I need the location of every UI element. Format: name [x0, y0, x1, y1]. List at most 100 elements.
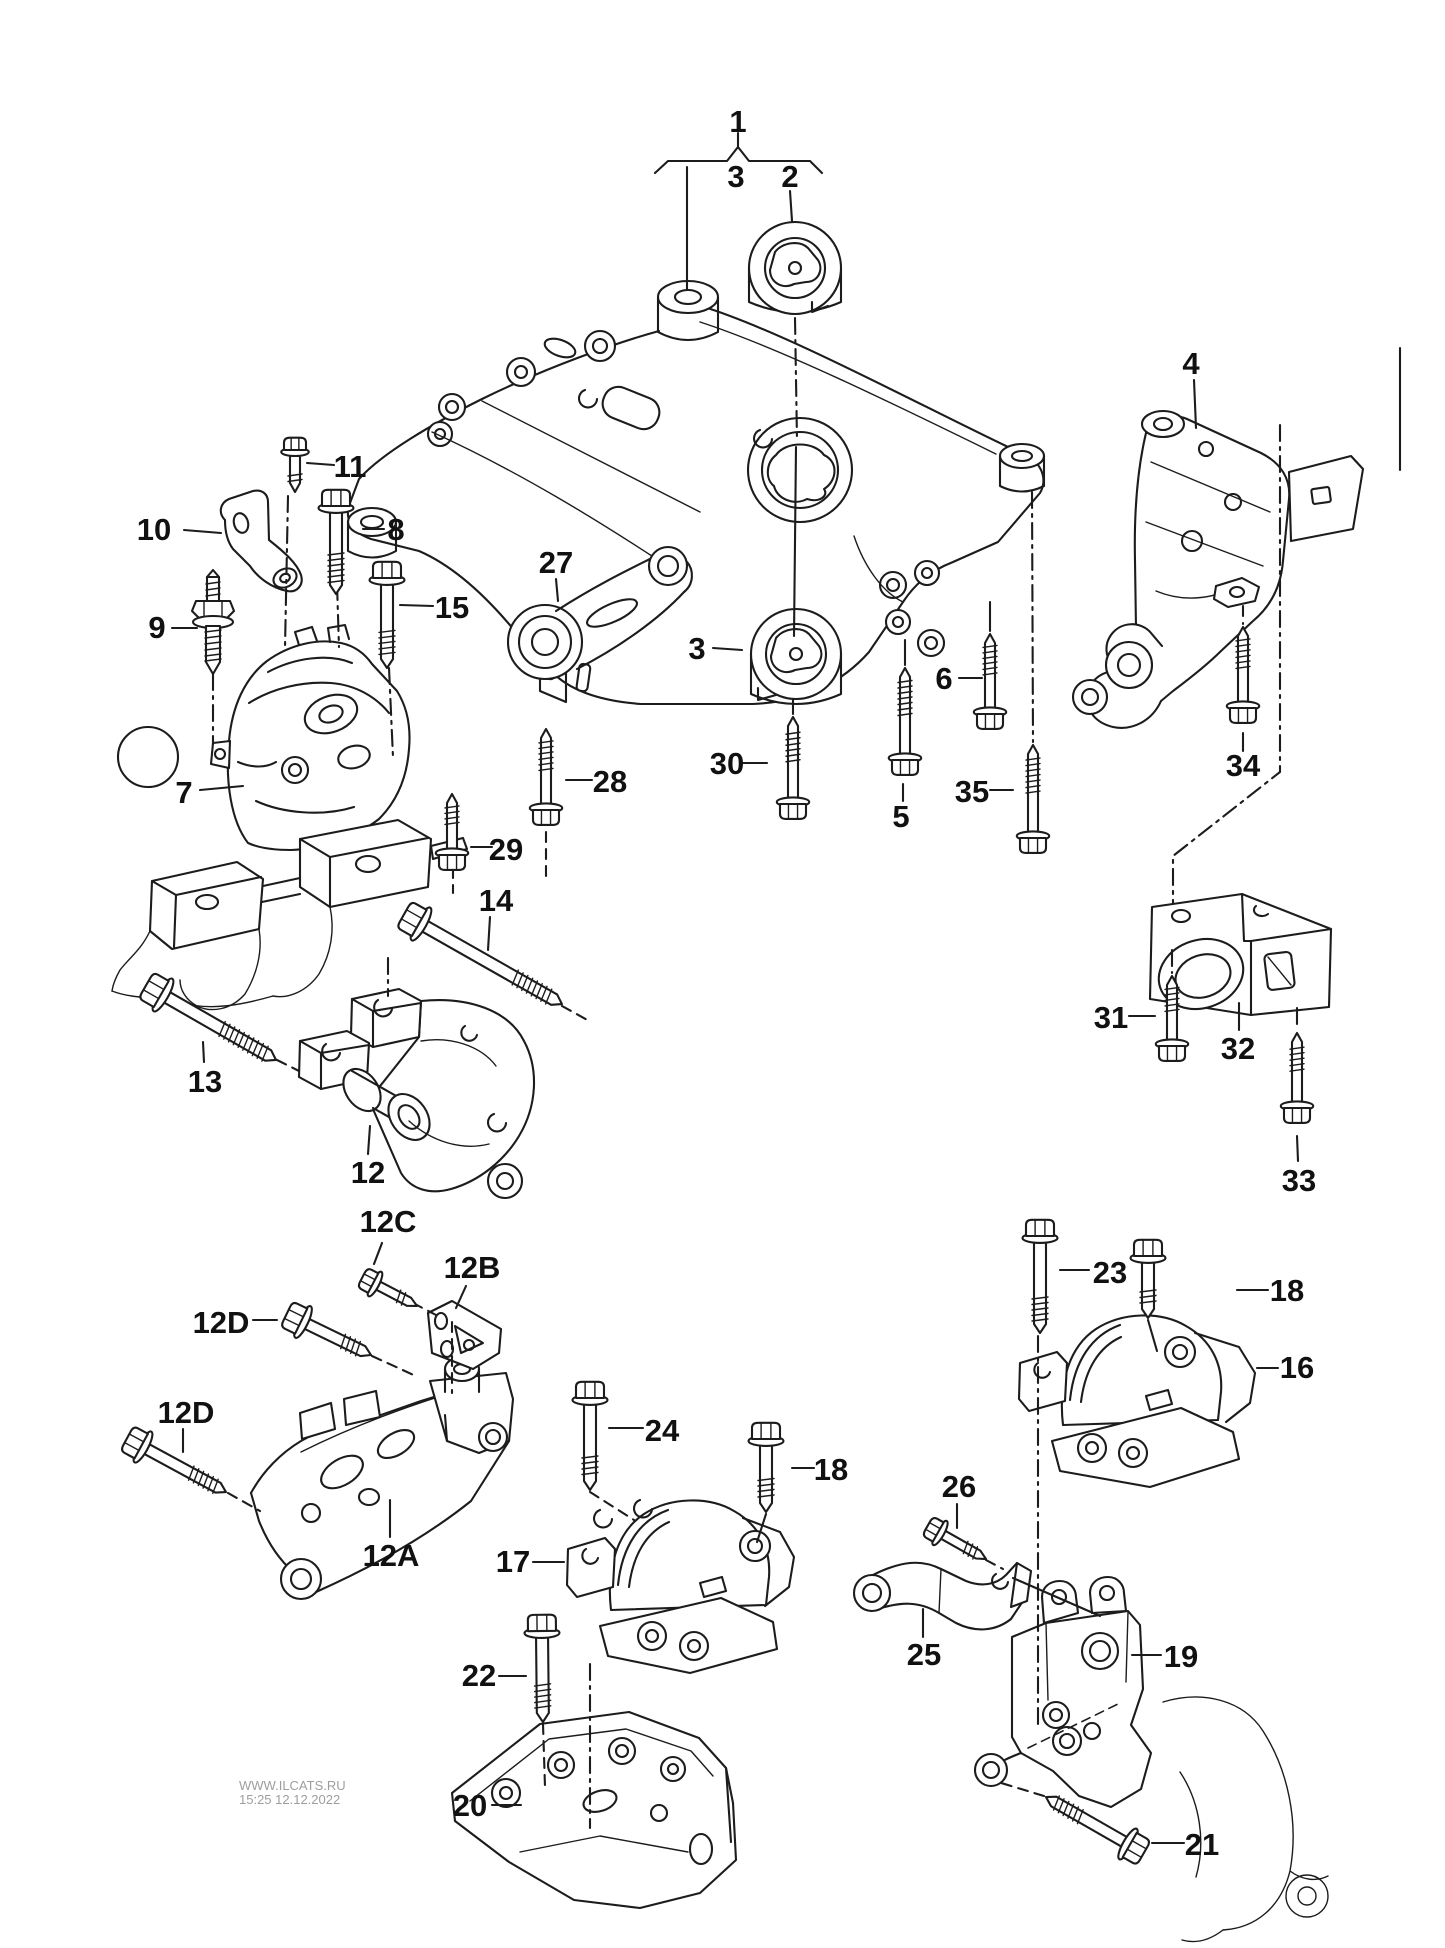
callout-26-c26[interactable]: 26 — [942, 1469, 976, 1530]
screw-29 — [434, 792, 470, 871]
bolt-26 — [922, 1517, 988, 1561]
part-7-engine-mount — [209, 623, 411, 852]
bolt-18-mid — [747, 1421, 785, 1514]
svg-text:31: 31 — [1094, 1000, 1128, 1035]
selection-marker — [116, 725, 180, 789]
svg-text:26: 26 — [942, 1469, 976, 1504]
callout-31-c31[interactable]: 31 — [1094, 1000, 1157, 1035]
callout-29-c29[interactable]: 29 — [469, 832, 523, 867]
callout-12c-c12C[interactable]: 12C — [360, 1204, 417, 1266]
callout-20-c20[interactable]: 20 — [453, 1788, 523, 1823]
axis-line-25 — [1011, 1576, 1102, 1618]
callout-11-c11[interactable]: 11 — [305, 449, 366, 484]
callout-23-c23[interactable]: 23 — [1058, 1255, 1127, 1290]
callout-4-c4[interactable]: 4 — [1182, 346, 1200, 430]
bolt-18-right — [1129, 1238, 1167, 1320]
callout-12a-c12A[interactable]: 12A — [363, 1498, 420, 1573]
axis-line-0 — [283, 494, 290, 650]
screw-6 — [972, 632, 1008, 730]
screw-30 — [775, 715, 811, 820]
callout-21-c21[interactable]: 21 — [1150, 1827, 1219, 1862]
callout-12b-c12B[interactable]: 12B — [444, 1250, 501, 1310]
svg-text:33: 33 — [1282, 1163, 1316, 1198]
callout-9-c9[interactable]: 9 — [148, 610, 199, 645]
callout-1-c1[interactable]: 1 — [653, 104, 824, 175]
svg-text:14: 14 — [479, 883, 514, 918]
callout-28-c28[interactable]: 28 — [564, 764, 627, 799]
svg-text:10: 10 — [137, 512, 171, 547]
axis-line-21 — [370, 1354, 420, 1379]
part-2-bushing — [747, 220, 843, 316]
svg-text:27: 27 — [539, 545, 573, 580]
callout-30-c30[interactable]: 30 — [710, 746, 769, 781]
axis-line-26 — [984, 1558, 1005, 1571]
callout-35-c35[interactable]: 35 — [955, 774, 1015, 809]
callout-32-c32[interactable]: 32 — [1221, 1001, 1255, 1066]
callout-3-c3low[interactable]: 3 — [688, 631, 744, 666]
callout-15-c15[interactable]: 15 — [398, 590, 469, 625]
callout-3-c3top[interactable]: 3 — [685, 159, 745, 291]
svg-text:16: 16 — [1280, 1350, 1314, 1385]
svg-text:12A: 12A — [363, 1538, 420, 1573]
part-12b-plate — [426, 1299, 503, 1371]
bolt-15 — [368, 560, 406, 670]
callout-6-c6[interactable]: 6 — [935, 661, 984, 696]
bolt-24 — [571, 1380, 609, 1492]
callout-13-c13[interactable]: 13 — [188, 1040, 222, 1099]
screw-34 — [1225, 625, 1261, 724]
callout-25-c25[interactable]: 25 — [907, 1607, 941, 1672]
callout-18-c18m[interactable]: 18 — [790, 1452, 848, 1487]
screw-5 — [887, 666, 923, 776]
axis-line-11 — [1171, 423, 1282, 905]
callout-33-c33[interactable]: 33 — [1282, 1134, 1316, 1198]
svg-text:18: 18 — [814, 1452, 848, 1487]
callout-22-c22[interactable]: 22 — [462, 1658, 528, 1693]
callout-24-c24[interactable]: 24 — [607, 1413, 680, 1448]
part-9-stud — [190, 568, 236, 676]
callout-17-c17[interactable]: 17 — [496, 1544, 566, 1579]
axis-line-15 — [1146, 1318, 1159, 1353]
screw-35 — [1015, 743, 1051, 854]
callout-12d-c12D1[interactable]: 12D — [193, 1305, 279, 1340]
callout-5-c5[interactable]: 5 — [892, 782, 910, 834]
part-32-bracket — [1148, 892, 1333, 1017]
callout-2-c2[interactable]: 2 — [781, 159, 799, 223]
svg-text:21: 21 — [1185, 1827, 1219, 1862]
part-27-torque-arm — [506, 545, 693, 681]
callout-27-c27[interactable]: 27 — [539, 545, 573, 603]
part-20-bracket — [450, 1710, 738, 1910]
part-16-mount — [1017, 1314, 1257, 1489]
axis-line-3 — [387, 666, 395, 759]
watermark: WWW.ILCATS.RU 15:25 12.12.2022 — [239, 1779, 346, 1807]
part-25-link — [852, 1561, 1033, 1631]
axis-line-17 — [588, 1490, 636, 1522]
callout-19-c19[interactable]: 19 — [1130, 1639, 1198, 1674]
svg-text:3: 3 — [688, 631, 705, 666]
callout-7-c7[interactable]: 7 — [175, 775, 245, 810]
axis-line-31 — [560, 1004, 593, 1024]
callout-16-c16[interactable]: 16 — [1255, 1350, 1314, 1385]
axis-line-23 — [275, 1058, 301, 1073]
svg-text:19: 19 — [1164, 1639, 1198, 1674]
callout-18-c18r[interactable]: 18 — [1235, 1273, 1304, 1308]
part-body-bracket — [111, 818, 469, 1011]
svg-text:9: 9 — [148, 610, 165, 645]
callout-14-c14[interactable]: 14 — [479, 883, 514, 952]
svg-text:12B: 12B — [444, 1250, 501, 1285]
callout-10-c10[interactable]: 10 — [137, 512, 223, 547]
callout-34-c34[interactable]: 34 — [1226, 731, 1261, 783]
callout-12-c12[interactable]: 12 — [351, 1124, 385, 1190]
axis-line-28 — [793, 316, 799, 442]
svg-text:18: 18 — [1270, 1273, 1304, 1308]
svg-text:25: 25 — [907, 1637, 941, 1672]
part-12-bracket — [297, 987, 536, 1200]
svg-text:3: 3 — [727, 159, 744, 194]
screw-31 — [1154, 974, 1190, 1062]
axis-line-2 — [335, 582, 341, 649]
callout-12d-c12D2[interactable]: 12D — [158, 1395, 215, 1454]
fasteners — [121, 436, 1315, 1865]
svg-text:12D: 12D — [158, 1395, 215, 1430]
callout-8-c8[interactable]: 8 — [361, 512, 405, 547]
bolt-13 — [139, 972, 278, 1062]
